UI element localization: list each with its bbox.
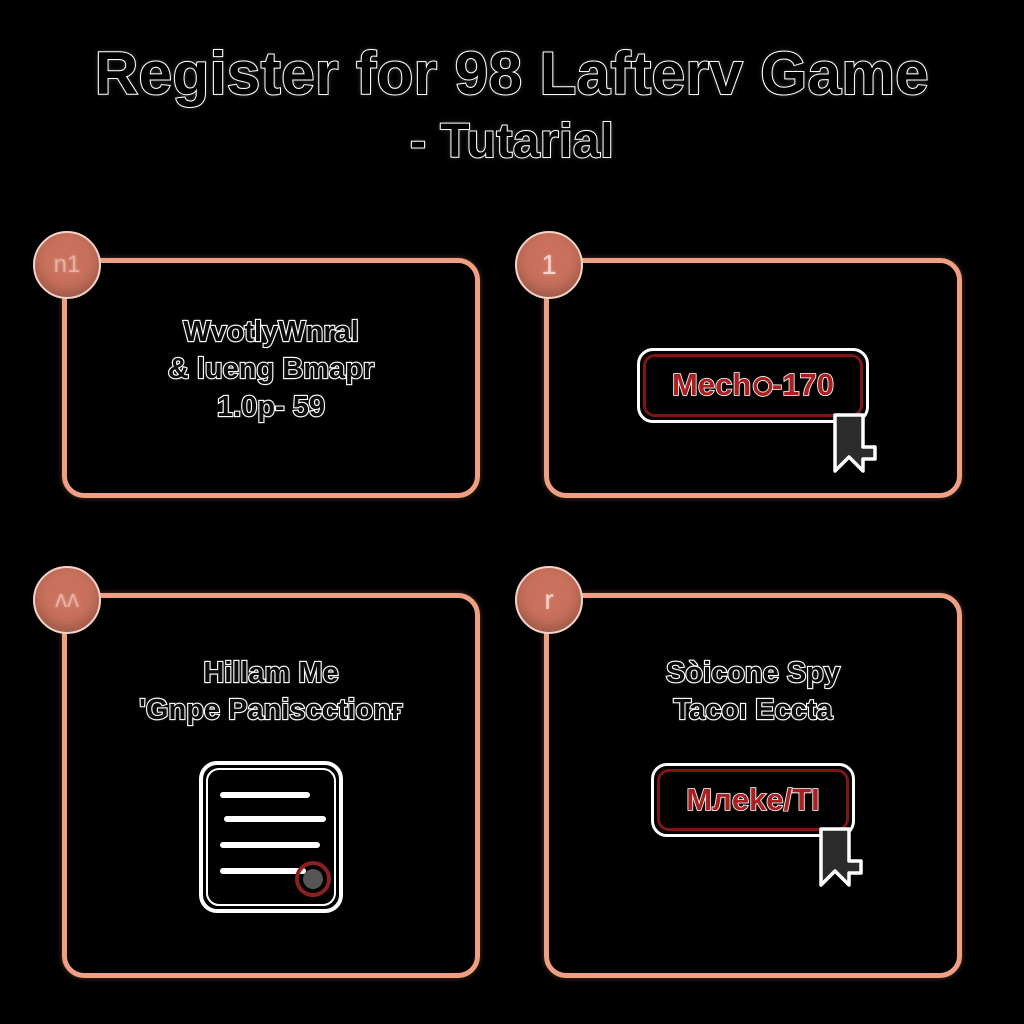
- step-card-3-line-2: 'Gnpe Paniscctionғ: [138, 693, 404, 727]
- step-badge-4: r: [515, 566, 583, 634]
- step-card-2-body: Mechഠ-170: [549, 263, 957, 493]
- step-card-2-button-wrap: Mechഠ-170: [637, 347, 877, 473]
- page-subtitle: - Tutarial: [409, 115, 615, 168]
- mecho-170-button-label: Mechഠ-170: [671, 366, 835, 403]
- step-card-4-body: Sòicone Spy Tacoı Eccta Mлeke/TI: [549, 598, 957, 973]
- step-badge-1: n1: [33, 231, 101, 299]
- cursor-icon: [833, 412, 877, 473]
- step-card-4-line-2: Tacoı Eccta: [672, 693, 833, 727]
- step-card-3-body: Hillam Me 'Gnpe Paniscctionғ: [67, 598, 475, 973]
- step-card-4-line-1: Sòicone Spy: [665, 656, 841, 690]
- step-card-4[interactable]: r Sòicone Spy Tacoı Eccta Mлeke/TI: [515, 566, 962, 978]
- step-card-3-line-1: Hillam Me: [202, 656, 340, 690]
- mneke-ti-button[interactable]: Mлeke/TI: [651, 762, 855, 837]
- cursor-icon: [818, 827, 863, 887]
- mneke-ti-button-inner[interactable]: Mлeke/TI: [657, 768, 849, 831]
- step-card-1-body: WvotlyWnral & lueng Bmapr 1.0p- 59: [67, 263, 475, 493]
- step-card-2[interactable]: 1 Mechഠ-170: [515, 231, 962, 498]
- mecho-170-button[interactable]: Mechഠ-170: [637, 347, 869, 423]
- step-card-1-line-3: 1.0p- 59: [216, 390, 326, 424]
- document-icon: [199, 760, 343, 913]
- step-badge-label-1: n1: [53, 251, 81, 278]
- step-card-1[interactable]: n1 WvotlyWnral & lueng Bmapr 1.0p- 59: [33, 231, 480, 498]
- step-badge-label-4: r: [544, 584, 554, 615]
- step-badge-label-3: ᴧᴧ: [55, 586, 79, 613]
- step-card-1-line-1: WvotlyWnral: [182, 315, 360, 349]
- step-card-4-button-wrap: Mлeke/TI: [651, 762, 863, 887]
- card-grid: n1 WvotlyWnral & lueng Bmapr 1.0p- 59 1 …: [33, 231, 962, 980]
- mneke-ti-button-label: Mлeke/TI: [685, 781, 820, 818]
- step-card-3[interactable]: ᴧᴧ Hillam Me 'Gnpe Paniscctionғ: [33, 566, 480, 978]
- page-title: Register for 98 Lafterv Game: [94, 40, 930, 107]
- step-badge-2: 1: [515, 231, 583, 299]
- step-card-1-line-2: & lueng Bmapr: [167, 352, 375, 386]
- step-badge-label-2: 1: [541, 249, 557, 280]
- mecho-170-button-inner[interactable]: Mechഠ-170: [643, 353, 863, 417]
- page-header: Register for 98 Lafterv Game - Tutarial: [0, 40, 1024, 168]
- step-badge-3: ᴧᴧ: [33, 566, 101, 634]
